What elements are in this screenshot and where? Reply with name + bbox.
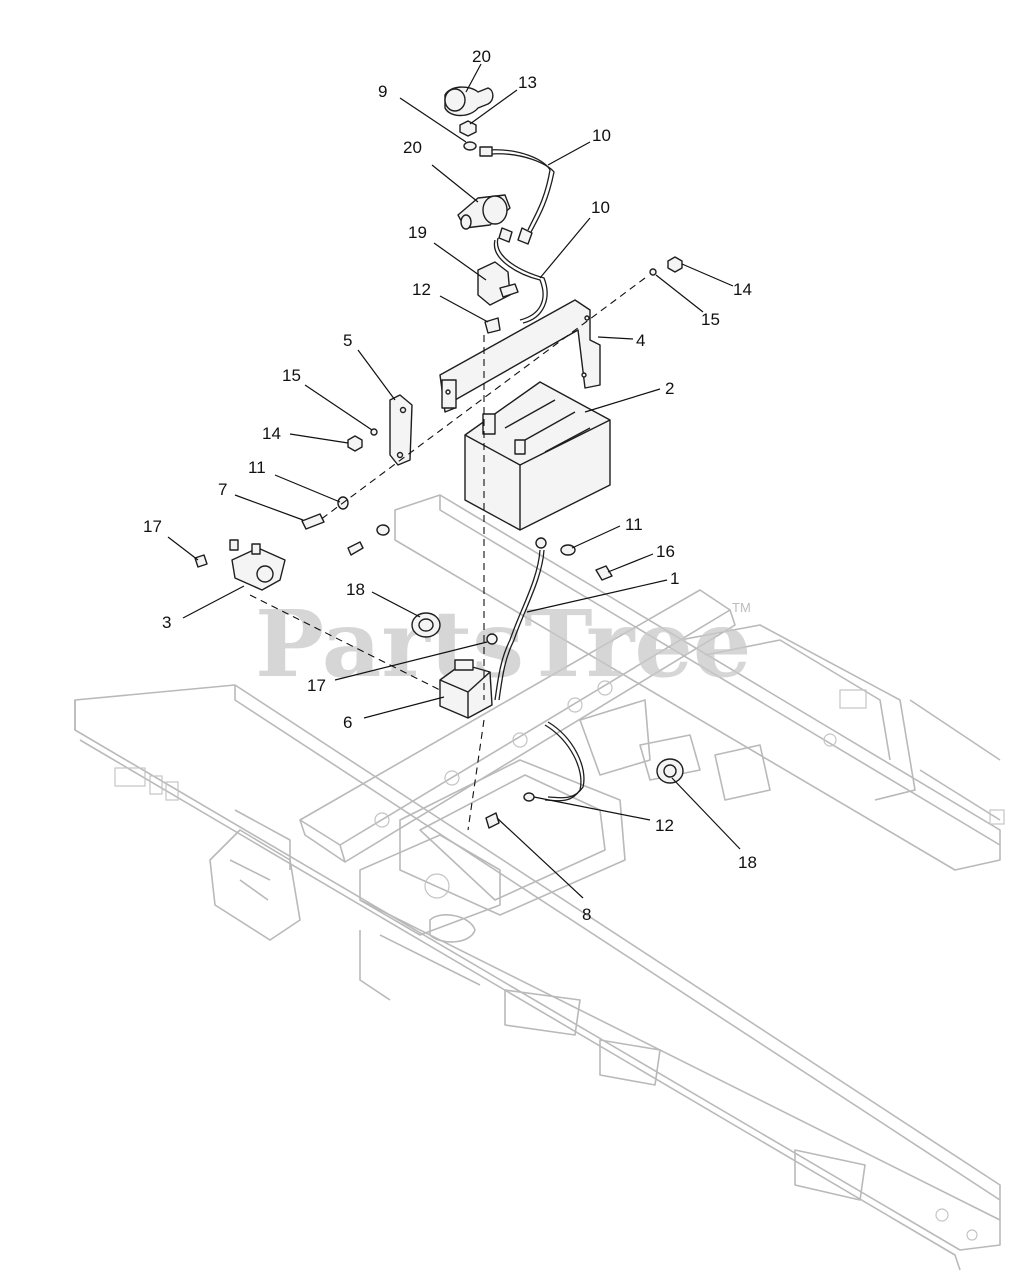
assembly-dashed-lines (249, 277, 646, 831)
callout-4: 4 (636, 331, 645, 350)
callout-7: 7 (218, 480, 227, 499)
callout-13: 13 (518, 73, 537, 92)
fasteners (194, 256, 683, 829)
callout-5: 5 (343, 331, 352, 350)
part-18-grommet-right (656, 758, 684, 784)
callout-20-lower: 20 (403, 138, 422, 157)
part-20-lower-boot (457, 194, 511, 230)
callout-9: 9 (378, 82, 387, 101)
callout-12-top: 12 (412, 280, 431, 299)
callout-2: 2 (665, 379, 674, 398)
part-2-battery (464, 381, 611, 531)
callout-1: 1 (670, 569, 679, 588)
callout-16: 16 (656, 542, 675, 561)
watermark-text: PartsTree (255, 590, 751, 698)
part-10-cables (479, 146, 555, 324)
callout-11-left: 11 (248, 458, 266, 477)
callout-20-top: 20 (472, 47, 491, 66)
callout-18-right: 18 (738, 853, 757, 872)
part-12-lower-cable (523, 721, 585, 802)
callout-8: 8 (582, 905, 591, 924)
part-13-nut (459, 120, 477, 137)
callout-19: 19 (408, 223, 427, 242)
callout-17-left: 17 (143, 517, 162, 536)
watermark: PartsTree TM (255, 590, 751, 698)
part-3-solenoid (229, 539, 286, 591)
part-6-relay (439, 659, 493, 719)
callout-6: 6 (343, 713, 352, 732)
callout-15-left: 15 (282, 366, 301, 385)
callout-labels: 20 13 9 10 20 10 19 14 12 15 4 5 2 15 14… (143, 47, 757, 924)
part-20-top-boot (444, 86, 494, 117)
callout-18-left: 18 (346, 580, 365, 599)
callout-10-lower: 10 (591, 198, 610, 217)
watermark-tm: TM (732, 600, 751, 615)
callout-10-top: 10 (592, 126, 611, 145)
part-5-bracket (389, 394, 413, 466)
part-1-cable (494, 537, 547, 701)
callout-11-right: 11 (625, 515, 643, 534)
part-19-boot (477, 261, 519, 306)
callout-17-lower: 17 (307, 676, 326, 695)
part-9-washer (463, 141, 477, 151)
part-4-bracket (439, 299, 601, 413)
part-18-grommet-left (411, 612, 441, 638)
part-12-screw-top (484, 317, 501, 334)
callout-12-lower: 12 (655, 816, 674, 835)
callout-14-right: 14 (733, 280, 752, 299)
callout-14-left: 14 (262, 424, 281, 443)
callout-15-right: 15 (701, 310, 720, 329)
callout-leaders (167, 63, 741, 899)
callout-3: 3 (162, 613, 171, 632)
chassis-frame (74, 494, 1005, 1271)
